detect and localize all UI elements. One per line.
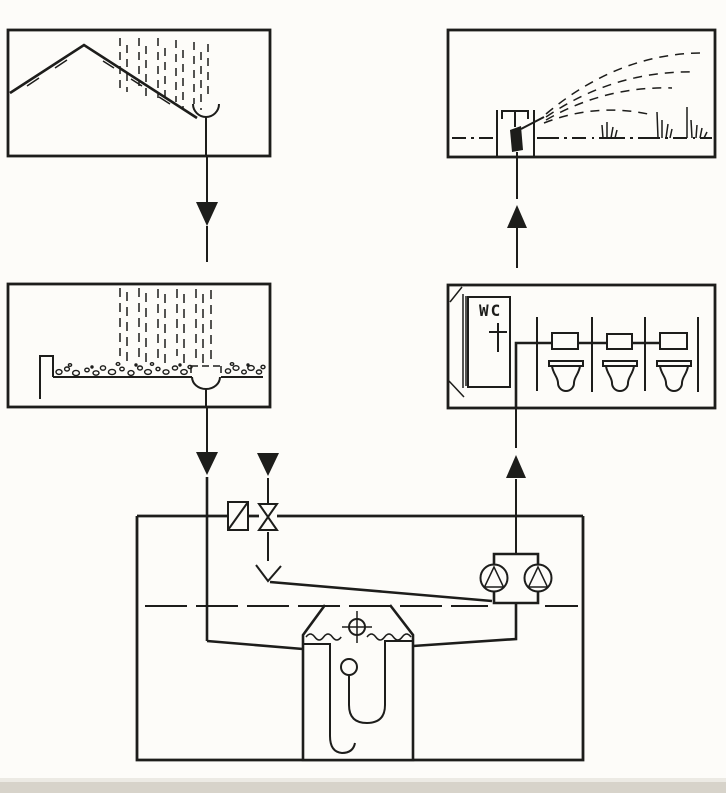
wc-box-frame (446, 283, 717, 410)
rain-arrow-roof-to-filter (196, 156, 218, 262)
calmed-inlet (303, 643, 356, 755)
roof-box-frame (6, 28, 272, 158)
cistern (551, 332, 579, 350)
tank-outline (301, 604, 415, 762)
gutter-icon (192, 103, 220, 118)
spray-arcs (543, 52, 707, 124)
water-surface-wave-right (366, 633, 412, 641)
float-suction (340, 640, 413, 725)
pump-manifold-top (492, 552, 540, 566)
wc-box: WC (446, 283, 717, 410)
pump-manifold-bottom (492, 590, 540, 605)
rain-dashes-filter (119, 288, 212, 368)
curb-edge (39, 355, 54, 399)
door-cross-icon (489, 323, 507, 352)
pump-1-icon (479, 563, 509, 593)
cistern (659, 332, 688, 350)
scan-edge-shadow (0, 778, 726, 793)
pump-set (479, 552, 553, 605)
funnel-feed-line (269, 580, 493, 603)
float-ball (340, 658, 358, 676)
mains-supply-arrow (257, 453, 279, 503)
filter-box (6, 282, 272, 409)
valve-lower-triangle (257, 515, 279, 531)
toilet-2 (602, 333, 638, 392)
wc-label: WC (479, 301, 502, 320)
gravel-bed (55, 361, 266, 377)
water-surface-wave-left (305, 633, 342, 641)
sprinkler-box-frame (446, 28, 717, 159)
riser-arrow-wc-to-sprinkler (507, 158, 527, 268)
valve-upper-triangle (257, 503, 279, 519)
grass-tufts (601, 107, 708, 139)
toilet-3 (656, 332, 692, 392)
rain-dashes-roof (119, 38, 209, 110)
storage-tank (145, 604, 578, 762)
roof-collection-box (6, 28, 272, 158)
sprinkler-icon (496, 110, 545, 156)
pump-2-icon (523, 563, 553, 593)
rain-arrow-filter-to-tank (196, 407, 304, 651)
filter-box-frame (6, 282, 272, 409)
inlet-smoothing-icon (342, 611, 372, 643)
cistern (606, 333, 633, 350)
roof-icon (9, 43, 198, 120)
collector-bowl (190, 365, 222, 406)
mains-valve-group (227, 501, 282, 583)
discharge-arrow (506, 408, 526, 554)
sprinkler-box (446, 28, 717, 159)
free-outlet-funnel (255, 564, 282, 583)
toilet-partitions (536, 317, 699, 392)
tank-suction-line (412, 604, 518, 648)
tank-inlet-slope (206, 639, 304, 651)
wc-door: WC (448, 286, 511, 398)
toilet-1 (548, 332, 584, 392)
